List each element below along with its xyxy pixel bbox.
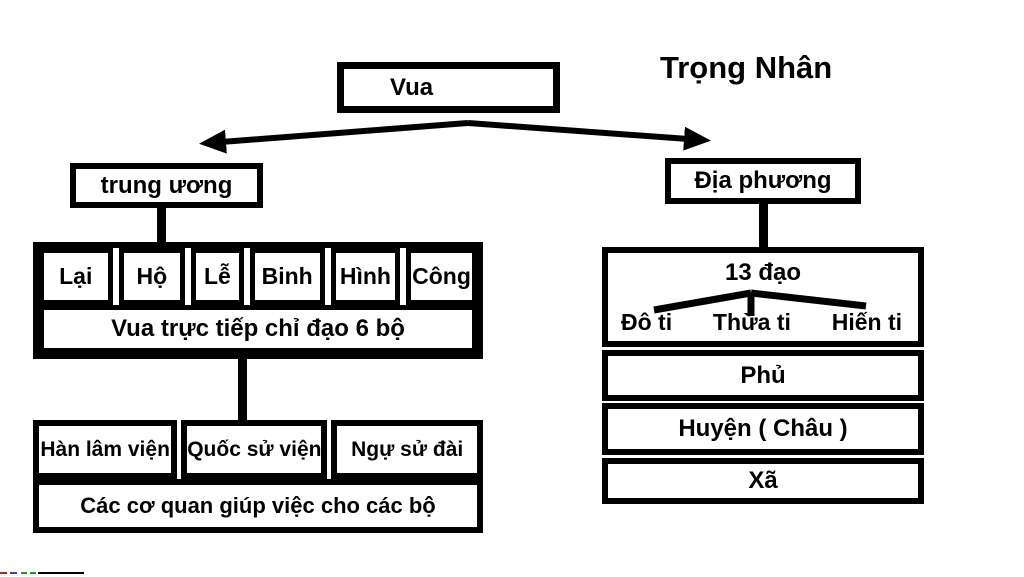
node-vua: Vua: [337, 62, 560, 113]
connector-bo-agencies: [238, 357, 247, 421]
node-ministry-binh: Binh: [249, 248, 325, 305]
node-trung-uong: trung ương: [70, 163, 263, 208]
node-ministry-hinh: Hình: [330, 248, 401, 305]
dao-branch-labels: Đô ti Thừa ti Hiến ti: [608, 309, 918, 336]
node-han-lam-vien: Hàn lâm viện: [33, 420, 178, 479]
node-trung-uong-label: trung ương: [100, 171, 233, 199]
node-ministry-cong: Công: [406, 248, 477, 305]
artifact-dash: [38, 572, 84, 574]
ministries-row: Lại Hộ Lễ Binh Hình Công: [39, 248, 477, 305]
node-ngu-su-dai: Ngự sử đài: [331, 420, 483, 479]
ministries-caption: Vua trực tiếp chỉ đạo 6 bộ: [39, 305, 477, 353]
node-hien-ti: Hiến ti: [831, 309, 902, 335]
bottom-left-artifact: [0, 572, 90, 575]
node-phu: Phủ: [602, 350, 924, 401]
split-arrows: [199, 120, 711, 154]
ministries-group: Lại Hộ Lễ Binh Hình Công Vua trực tiếp c…: [33, 242, 483, 359]
artifact-dash: [21, 572, 27, 574]
artifact-dash: [10, 572, 17, 574]
node-ministry-ho: Hộ: [118, 248, 186, 305]
node-ministry-le: Lễ: [191, 248, 244, 305]
node-quoc-su-vien: Quốc sử viện: [181, 420, 328, 479]
node-do-ti: Đô ti: [621, 309, 673, 335]
node-xa: Xã: [602, 458, 924, 504]
node-dia-phuong-label: Địa phương: [694, 167, 832, 194]
node-13-dao-label: 13 đạo: [724, 259, 802, 286]
page-title: Trọng Nhân: [660, 50, 833, 85]
node-dia-phuong: Địa phương: [665, 158, 861, 204]
node-13-dao: 13 đạo Đô ti Thừa ti Hiến ti: [602, 247, 924, 347]
node-huyen: Huyện ( Châu ): [602, 403, 924, 455]
connector-trung-uong: [157, 206, 166, 243]
artifact-dash: [0, 572, 7, 574]
agencies-row: Hàn lâm viện Quốc sử viện Ngự sử đài: [33, 420, 483, 479]
connector-dia-phuong: [759, 202, 768, 248]
agencies-caption: Các cơ quan giúp việc cho các bộ: [33, 479, 483, 533]
node-vua-label: Vua: [390, 73, 434, 101]
dao-branch-lines: [653, 289, 867, 316]
artifact-dash: [30, 572, 36, 574]
node-thua-ti: Thừa ti: [712, 309, 791, 335]
node-ministry-lai: Lại: [39, 248, 113, 305]
